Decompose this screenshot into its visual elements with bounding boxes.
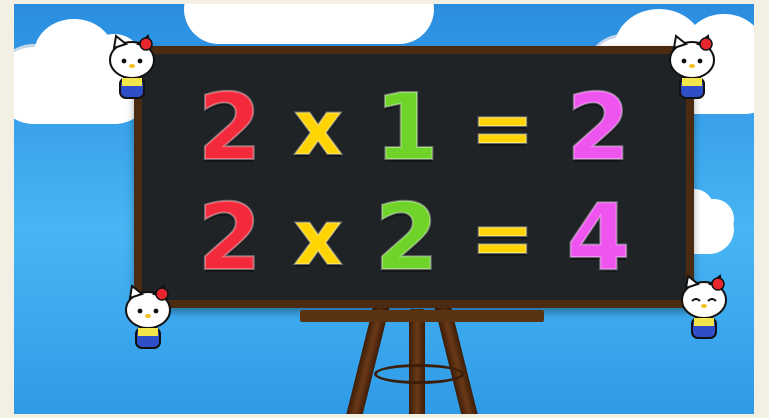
chalkboard-surface: 2 x 1 = 2 2 x 2 = 4: [142, 54, 686, 300]
cloud: [184, 4, 434, 44]
equation-row-2: 2 x 2 = 4: [142, 184, 686, 291]
operand-a: 2: [197, 184, 263, 291]
result: 4: [565, 184, 631, 291]
equals-sign: =: [470, 193, 536, 282]
multiply-sign: x: [293, 193, 344, 282]
chalkboard: 2 x 1 = 2 2 x 2 = 4: [134, 46, 694, 308]
equals-sign: =: [470, 83, 536, 172]
equation-row-1: 2 x 1 = 2: [142, 74, 686, 181]
easel-ring: [374, 364, 464, 384]
multiply-sign: x: [293, 83, 344, 172]
cat-character-icon: [669, 34, 715, 99]
easel-leg: [409, 309, 425, 414]
cat-character-icon: [681, 274, 727, 339]
operand-a: 2: [197, 74, 263, 181]
result: 2: [565, 74, 631, 181]
cat-character-icon: [125, 284, 171, 349]
operand-b: 2: [374, 184, 440, 291]
scene: 2 x 1 = 2 2 x 2 = 4: [14, 4, 754, 414]
chalk-tray: [300, 310, 544, 322]
operand-b: 1: [374, 74, 440, 181]
cat-character-icon: [109, 34, 155, 99]
